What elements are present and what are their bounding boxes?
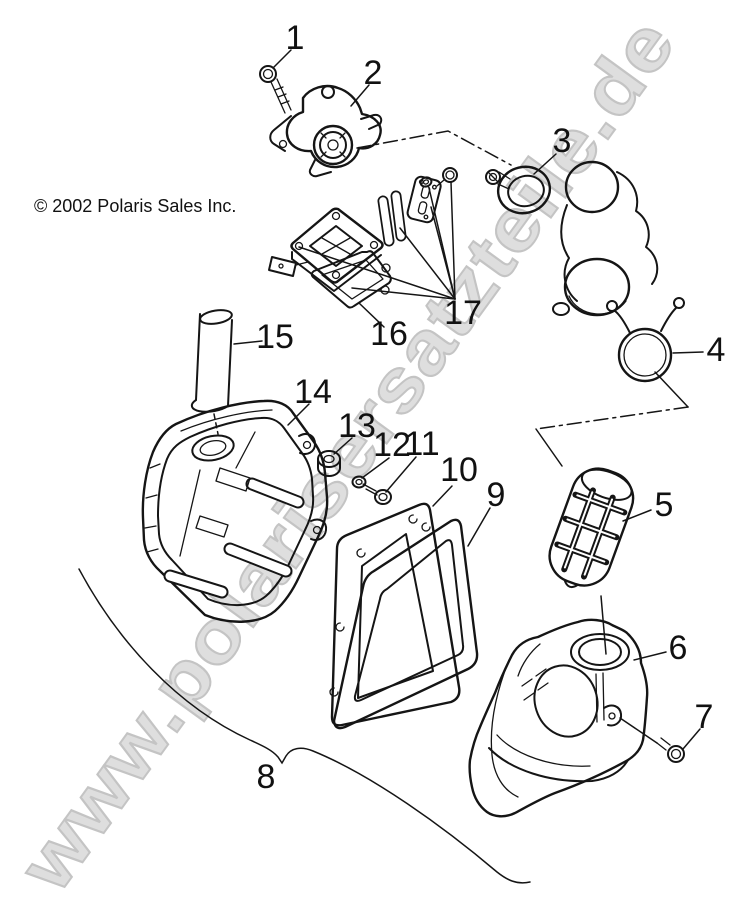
part-foam-tube (190, 309, 233, 413)
part-airbox-cover (468, 618, 649, 818)
line-cover-to-screw (619, 717, 658, 744)
leader-9 (467, 507, 491, 547)
callout-13: 13 (338, 407, 376, 445)
leader-10 (432, 485, 453, 507)
leader-5 (622, 509, 652, 522)
leader-14 (287, 403, 310, 426)
callout-3: 3 (553, 122, 572, 160)
line-junction-filter (535, 428, 563, 467)
part-washer (351, 475, 367, 489)
part-airbox (141, 399, 329, 623)
part-filter-plate (329, 502, 461, 727)
callout-11: 11 (404, 425, 439, 463)
leader-4 (672, 351, 704, 354)
leader-15 (233, 340, 263, 345)
callout-7: 7 (695, 698, 714, 736)
leader-2 (350, 84, 370, 107)
leader-1 (272, 49, 292, 69)
line-tube-to-box (213, 413, 219, 435)
leader-13 (333, 437, 353, 455)
leader-6 (633, 651, 667, 661)
centerline-clamp-to-filter (535, 406, 689, 430)
callout-9: 9 (487, 476, 506, 514)
line-filter-to-cover (600, 595, 607, 655)
part-seal-ring (332, 518, 479, 730)
leader-12 (361, 457, 390, 479)
callout-5: 5 (655, 486, 674, 524)
part-brace-curve (78, 568, 531, 884)
part-reed-screw-washer (419, 167, 458, 188)
callout-16: 16 (370, 315, 408, 353)
part-reed-stoppers (377, 190, 407, 247)
part-wire-clamp (606, 297, 685, 383)
part-screw (362, 483, 392, 505)
part-reed-gasket (310, 250, 392, 309)
callout-10: 10 (440, 451, 478, 489)
callout-4: 4 (707, 331, 726, 369)
leader-3 (533, 153, 557, 175)
leader-16 (358, 302, 385, 328)
callout-17: 17 (444, 294, 482, 332)
part-cover-screw (656, 737, 685, 763)
part-flange-bolt (259, 65, 292, 114)
part-nut (317, 450, 341, 477)
callout-1: 1 (286, 19, 305, 57)
callout-2: 2 (364, 54, 383, 92)
callout-12: 12 (373, 426, 411, 464)
part-intake-boot (552, 160, 659, 317)
part-reed-valve (268, 207, 384, 292)
line-clamp-junction (654, 371, 689, 408)
callout-14: 14 (294, 373, 332, 411)
watermark-text: www.polarisersatzteile.de (2, 3, 691, 907)
callout-8: 8 (257, 758, 276, 796)
part-filter-cage (548, 467, 635, 589)
copyright-text: © 2002 Polaris Sales Inc. (34, 196, 236, 216)
part-hose-clamp-upper (485, 165, 552, 215)
leader-7 (682, 728, 701, 750)
centerline-carb-to-clamp (356, 130, 512, 166)
leader-17-fan (298, 181, 456, 300)
leader-11 (385, 456, 417, 493)
callout-15: 15 (256, 318, 294, 356)
callout-6: 6 (669, 629, 688, 667)
